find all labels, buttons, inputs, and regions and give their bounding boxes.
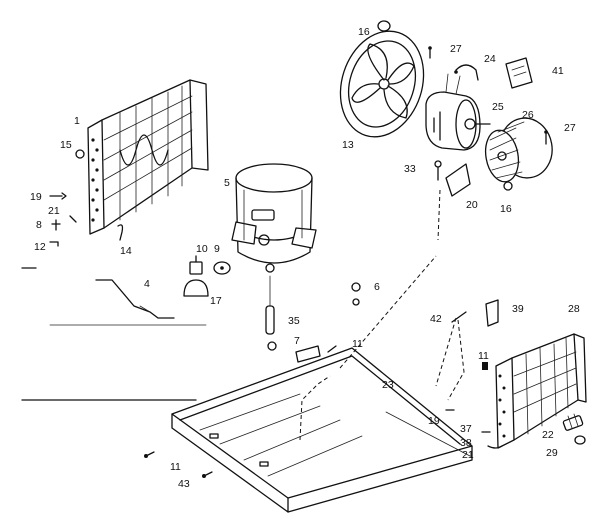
callout-23: 23 <box>382 379 394 391</box>
right-coil <box>495 333 587 449</box>
screw-43 <box>202 471 213 478</box>
callout-28: 28 <box>568 303 580 315</box>
washer-37-38-21 <box>481 431 503 449</box>
callout-4: 4 <box>144 278 150 290</box>
callout-33: 33 <box>404 163 416 175</box>
callout-21a: 21 <box>48 205 60 217</box>
callout-16a: 16 <box>358 26 370 38</box>
callout-24: 24 <box>484 53 496 65</box>
clip-14 <box>117 224 124 241</box>
callout-5: 5 <box>224 177 230 189</box>
motor <box>425 73 491 151</box>
callout-11a: 11 <box>170 461 181 473</box>
callout-27b: 27 <box>564 122 576 134</box>
tube-35 <box>265 275 277 351</box>
callout-8: 8 <box>36 219 42 231</box>
callout-15: 15 <box>60 139 72 151</box>
callout-39: 39 <box>512 303 524 315</box>
fan-blade <box>339 30 425 138</box>
callout-26: 26 <box>522 109 534 121</box>
callout-13: 13 <box>342 139 354 151</box>
nut-16a <box>377 20 391 32</box>
screw-11b <box>327 345 337 353</box>
callout-16b: 16 <box>500 203 512 215</box>
nut-16b <box>503 181 513 191</box>
callout-6: 6 <box>374 281 380 293</box>
callout-9: 9 <box>214 243 220 255</box>
base-pan <box>21 345 473 513</box>
callout-10: 10 <box>196 243 208 255</box>
callout-25: 25 <box>492 101 504 113</box>
callout-17: 17 <box>210 295 222 307</box>
leader-lines <box>339 189 465 401</box>
callout-11b: 11 <box>352 338 363 350</box>
compressor <box>231 163 317 273</box>
screw-33 <box>434 160 442 181</box>
callout-20: 20 <box>466 199 478 211</box>
callout-37: 37 <box>460 423 472 435</box>
bracket-20 <box>445 163 471 197</box>
callout-7: 7 <box>294 335 300 347</box>
screw-11c <box>482 362 488 370</box>
callout-38: 38 <box>460 437 472 449</box>
callout-41: 41 <box>552 65 564 77</box>
grommet-6 <box>351 282 361 306</box>
callout-19a: 19 <box>30 191 42 203</box>
callout-1: 1 <box>74 115 80 127</box>
callout-11c: 11 <box>478 350 489 362</box>
callout-27a: 27 <box>450 43 462 55</box>
terminal-9 <box>213 261 231 275</box>
callout-42: 42 <box>430 313 442 325</box>
callout-35: 35 <box>288 315 300 327</box>
screw-27b <box>544 130 548 145</box>
screw-27a <box>428 46 432 59</box>
blower-wheel <box>484 117 553 183</box>
callout-12: 12 <box>34 241 46 253</box>
callout-19b: 19 <box>428 415 440 427</box>
callout-22: 22 <box>542 429 554 441</box>
relay-10 <box>189 255 203 275</box>
screws-8-21-12 <box>21 215 77 269</box>
left-coil <box>87 79 209 235</box>
clamp-24 <box>454 64 479 81</box>
clip-42 <box>451 311 467 323</box>
cover-41 <box>505 57 533 89</box>
cap-17 <box>183 279 209 297</box>
rod-4 <box>49 279 207 326</box>
bracket-39 <box>485 299 499 327</box>
callout-43: 43 <box>178 478 190 490</box>
callout-21b: 21 <box>462 449 474 461</box>
connector-22 <box>562 413 584 431</box>
clip-19 <box>49 192 67 200</box>
cap-29 <box>574 435 586 445</box>
screw-11a <box>144 451 155 458</box>
grommet-15 <box>75 149 85 159</box>
callout-14: 14 <box>120 245 132 257</box>
callout-29: 29 <box>546 447 558 459</box>
